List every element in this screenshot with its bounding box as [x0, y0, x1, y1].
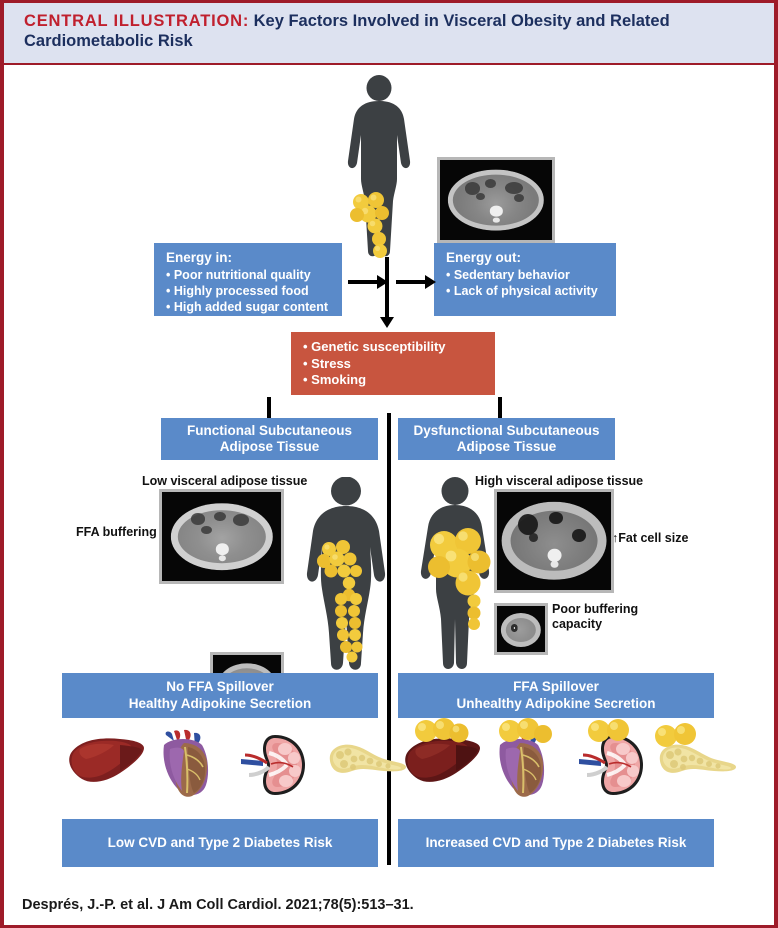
page-title: Key Factors Involved in Visceral Obesity…	[24, 12, 670, 50]
energy-in-box: Energy in: • Poor nutritional quality • …	[154, 243, 342, 316]
right-panel-heading-line2: Adipose Tissue	[456, 439, 557, 454]
risk-factor-item-2: • Smoking	[303, 372, 367, 388]
ct-scan-abdomen-right	[494, 489, 614, 593]
organ-pancreas-left	[322, 741, 408, 787]
fat-cap-liver	[414, 717, 470, 750]
left-visceral-label: Low visceral adipose tissue	[142, 474, 308, 488]
organ-kidney-left	[239, 731, 311, 799]
fat-cap-kidney	[586, 717, 642, 750]
arrow-in-line	[348, 280, 378, 284]
arrow-out-head	[425, 275, 436, 289]
left-panel-heading-line1: Functional Subcutaneous	[186, 422, 352, 438]
energy-out-item-1: • Lack of physical activity	[446, 283, 598, 298]
ct-scan-abdomen-left	[159, 489, 284, 584]
left-fat-cells-cluster	[316, 539, 378, 674]
fat-cell-size-label: ↑Fat cell size	[612, 531, 689, 545]
left-spillover-box: No FFA Spillover Healthy Adipokine Secre…	[62, 673, 378, 718]
risk-factor-item-1: • Stress	[303, 355, 351, 371]
organ-liver-left	[66, 735, 146, 791]
right-panel-heading-line1: Dysfunctional Subcutaneous	[413, 422, 600, 438]
energy-out-title: Energy out:	[446, 250, 522, 265]
arrow-out-line	[396, 280, 426, 284]
left-panel-heading: Functional Subcutaneous Adipose Tissue	[161, 418, 378, 460]
risk-factors-box: • Genetic susceptibility • Stress • Smok…	[291, 332, 495, 395]
arrow-down-main-head	[380, 317, 394, 328]
right-spillover-line2: Unhealthy Adipokine Secretion	[456, 695, 656, 711]
fat-cap-pancreas	[654, 721, 710, 754]
left-panel-heading-line2: Adipose Tissue	[219, 439, 320, 454]
left-spillover-line2: Healthy Adipokine Secretion	[128, 695, 312, 711]
figure-header: CENTRAL ILLUSTRATION: Key Factors Involv…	[4, 3, 774, 65]
citation: Després, J.-P. et al. J Am Coll Cardiol.…	[4, 887, 774, 925]
central-illustration-label: CENTRAL ILLUSTRATION:	[24, 12, 250, 30]
energy-out-item-0: • Sedentary behavior	[446, 267, 570, 282]
illustration-canvas: Energy in: • Poor nutritional quality • …	[4, 69, 774, 879]
organ-heart-left	[154, 729, 216, 801]
right-spillover-line1: FFA Spillover	[513, 679, 599, 695]
organ-kidney-right	[577, 731, 649, 799]
poor-buffering-line2: capacity	[552, 617, 603, 631]
energy-in-item-1: • Highly processed food	[166, 283, 309, 298]
organ-heart-right	[490, 729, 552, 801]
organ-liver-right	[402, 735, 482, 791]
energy-in-item-0: • Poor nutritional quality	[166, 267, 311, 282]
poor-buffering-label: Poor buffering capacity	[552, 602, 638, 632]
risk-factor-item-0: • Genetic susceptibility	[303, 339, 446, 354]
arrow-down-main-line	[385, 257, 389, 319]
arrow-right-panel-line	[498, 397, 502, 421]
right-risk-label: Increased CVD and Type 2 Diabetes Risk	[425, 834, 687, 850]
right-visceral-label: High visceral adipose tissue	[475, 474, 644, 488]
panel-divider	[387, 413, 391, 865]
ct-scan-thigh-right	[494, 603, 548, 655]
right-panel-heading: Dysfunctional Subcutaneous Adipose Tissu…	[398, 418, 615, 460]
top-visceral-fat-cluster	[349, 191, 395, 264]
right-spillover-box: FFA Spillover Unhealthy Adipokine Secret…	[398, 673, 714, 718]
energy-in-item-2: • High added sugar content	[166, 299, 329, 314]
energy-in-title: Energy in:	[166, 250, 233, 265]
ct-scan-abdomen-top	[437, 157, 555, 243]
energy-out-box: Energy out: • Sedentary behavior • Lack …	[434, 243, 616, 316]
left-spillover-line1: No FFA Spillover	[166, 679, 274, 695]
ffa-buffering-label: FFA buffering	[76, 525, 157, 539]
left-risk-label: Low CVD and Type 2 Diabetes Risk	[107, 834, 333, 850]
fat-cap-heart	[498, 717, 554, 750]
organ-pancreas-right	[652, 741, 738, 787]
right-risk-box: Increased CVD and Type 2 Diabetes Risk	[398, 819, 714, 867]
poor-buffering-line1: Poor buffering	[552, 602, 639, 616]
top-body-silhouette	[334, 75, 424, 265]
left-risk-box: Low CVD and Type 2 Diabetes Risk	[62, 819, 378, 867]
header-text-block: CENTRAL ILLUSTRATION: Key Factors Involv…	[24, 12, 758, 52]
arrow-in-head	[377, 275, 388, 289]
arrow-left-panel-line	[267, 397, 271, 421]
right-visceral-fat-cluster	[426, 527, 492, 642]
